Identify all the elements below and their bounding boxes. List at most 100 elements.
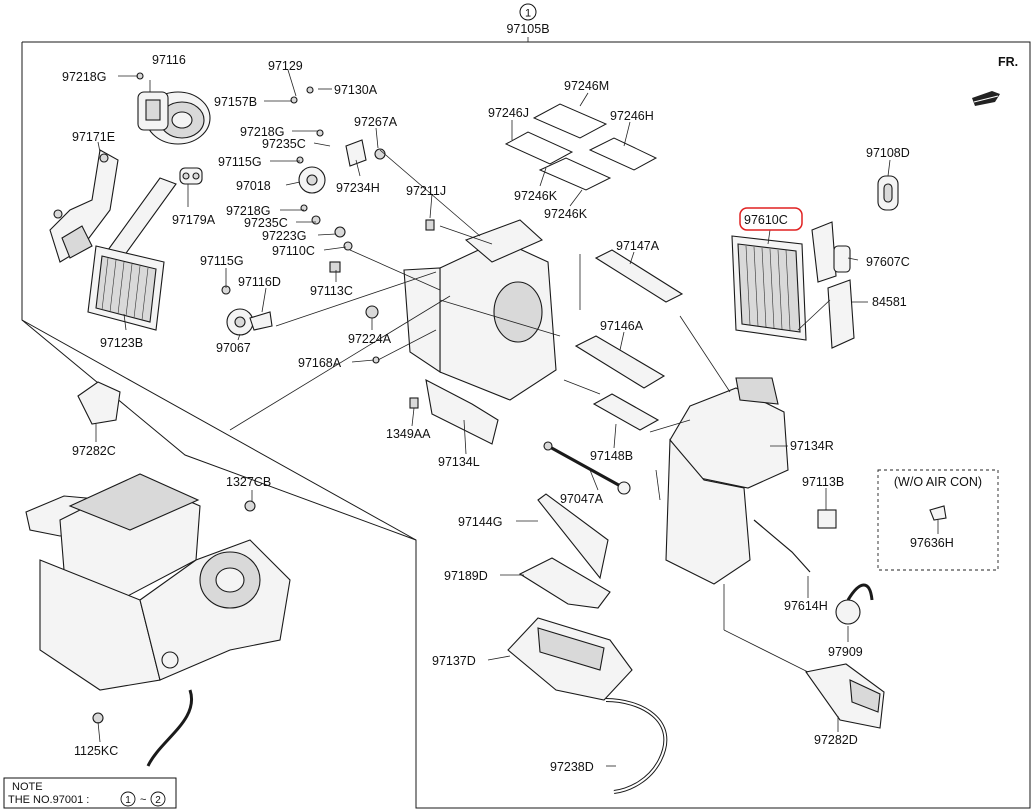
part-label: 97218G <box>226 204 270 218</box>
tray-97189D-drawing <box>518 557 611 609</box>
note-box: NOTE THE NO.97001 : 1 ~ 2 <box>3 777 177 809</box>
assembly-title: 1 97105B <box>506 3 550 42</box>
actuator-97018-drawing <box>298 166 326 194</box>
leader-lines <box>95 69 939 767</box>
rod-97047A-drawing <box>543 441 631 495</box>
small-parts-drawing <box>136 72 435 409</box>
gasket-97179A-drawing <box>179 167 203 185</box>
note-circle-start: 1 <box>125 795 131 806</box>
part-label: 97148B <box>590 449 633 463</box>
housing-97134R-drawing <box>665 377 789 585</box>
filter-frames-drawing <box>504 103 658 191</box>
highlight-outline <box>739 207 803 231</box>
full-assembly-drawing <box>25 473 291 767</box>
part-label: 97218G <box>62 70 106 84</box>
heater-core-97123B-drawing <box>87 245 165 331</box>
part-label: 97246J <box>488 106 529 120</box>
harness-97614H-drawing <box>753 509 837 573</box>
blower-motor-drawing <box>137 80 211 145</box>
part-label: 97129 <box>268 59 303 73</box>
note-title: NOTE <box>12 781 43 793</box>
part-label-highlighted[interactable]: 97610C <box>744 213 788 227</box>
part-label: 97235C <box>262 137 306 151</box>
part-label: 97134L <box>438 455 480 469</box>
part-label: 97179A <box>172 213 216 227</box>
part-label: 84581 <box>872 295 907 309</box>
part-label: 97115G <box>200 254 244 268</box>
part-label: 97909 <box>828 645 863 659</box>
part-label: 97234H <box>336 181 380 195</box>
part-label: 97267A <box>354 115 398 129</box>
part-label: 97282C <box>72 444 116 458</box>
part-label: 97246K <box>544 207 588 221</box>
duct-97282C-drawing <box>77 381 121 425</box>
part-label: 97171E <box>72 130 115 144</box>
part-label: 97134R <box>790 439 834 453</box>
part-label: 97211J <box>406 184 446 198</box>
part-label: 97116 <box>152 53 186 67</box>
part-label: 97047A <box>560 492 604 506</box>
part-label: 1349AA <box>386 427 431 441</box>
part-label: 97235C <box>244 216 288 230</box>
evaporator-97610C-drawing <box>731 235 807 341</box>
part-label: 97115G <box>218 155 262 169</box>
part-label: 97130A <box>334 83 378 97</box>
part-label: 1327CB <box>226 475 271 489</box>
housing-97134L-drawing <box>403 219 557 445</box>
part-label: 97168A <box>298 356 342 370</box>
hose-97909-drawing <box>835 583 874 625</box>
flap-97147A-drawing <box>594 249 684 303</box>
part-label: 97123B <box>100 336 143 350</box>
front-direction-label: FR. <box>998 55 1018 69</box>
part-label: 97018 <box>236 179 271 193</box>
part-labels: 97218G 97116 97171E 97179A 97123B 97129 … <box>62 53 954 774</box>
front-direction-indicator: FR. <box>972 55 1018 106</box>
part-label: 97147A <box>616 239 660 253</box>
part-label: 97067 <box>216 341 251 355</box>
assembly-circle-number: 1 <box>525 8 531 20</box>
part-label: 97157B <box>214 95 257 109</box>
part-label: 97223G <box>262 229 306 243</box>
part-label: 97246K <box>514 189 558 203</box>
assembly-guide-line <box>21 319 417 541</box>
part-label: 97614H <box>784 599 828 613</box>
actuator-97234H-drawing <box>345 139 386 167</box>
part-label: 97189D <box>444 569 488 583</box>
part-label: 97144G <box>458 515 502 529</box>
part-label: 97108D <box>866 146 910 160</box>
duct-hose-drawing <box>107 177 177 257</box>
part-label: 97116D <box>238 275 281 289</box>
part-label: 97636H <box>910 536 954 550</box>
part-label: 97218G <box>240 125 284 139</box>
case-97137D-drawing <box>507 617 633 701</box>
part-label: 97113B <box>802 475 844 489</box>
note-text: THE NO.97001 : <box>8 794 89 806</box>
filter-97144G-drawing <box>537 493 609 580</box>
pipe-97607C-drawing <box>811 221 851 283</box>
part-label: 1125KC <box>74 744 118 758</box>
part-label: 97137D <box>432 654 476 668</box>
note-tilde: ~ <box>140 794 146 806</box>
part-label: 97246H <box>610 109 654 123</box>
part-label: 97607C <box>866 255 910 269</box>
note-circle-end: 2 <box>155 795 161 806</box>
flap-97148B-drawing <box>592 393 660 431</box>
actuator-97067-drawing <box>226 308 273 336</box>
bracket-97171E-drawing <box>49 149 119 263</box>
no-aircon-box: (W/O AIR CON) <box>877 469 999 571</box>
part-label: 97246M <box>564 79 609 93</box>
part-label: 97224A <box>348 332 392 346</box>
part-label: 97113C <box>310 284 353 298</box>
part-label: 97110C <box>272 244 315 258</box>
drain-hose-97238D-drawing <box>605 698 668 794</box>
flap-97146A-drawing <box>574 335 666 389</box>
part-label: 97146A <box>600 319 644 333</box>
assembly-number: 97105B <box>506 22 549 36</box>
sensor-84581-drawing <box>827 279 855 349</box>
part-label: 97238D <box>550 760 594 774</box>
grommet-97108D-drawing <box>877 175 899 211</box>
duct-97282D-drawing <box>805 663 885 729</box>
no-aircon-box-label: (W/O AIR CON) <box>894 475 982 489</box>
part-label: 97282D <box>814 733 858 747</box>
